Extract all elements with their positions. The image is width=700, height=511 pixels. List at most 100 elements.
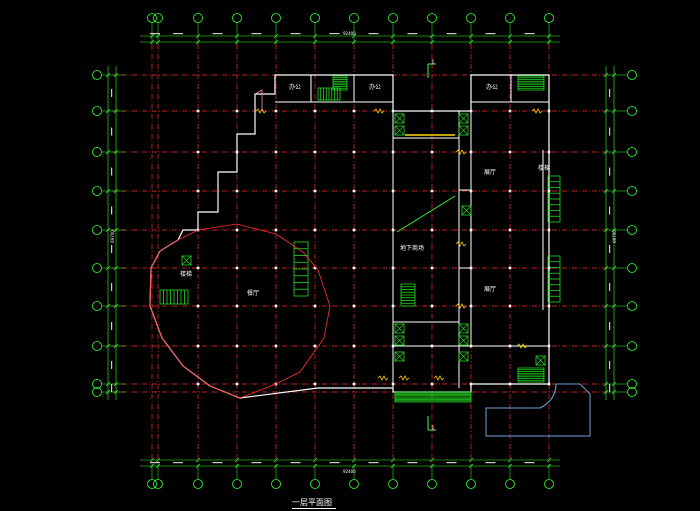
shaft-a (394, 113, 405, 124)
dimension-tick (155, 33, 161, 39)
column (196, 109, 200, 113)
column (196, 150, 200, 154)
column (313, 189, 317, 193)
column (313, 266, 317, 270)
column (430, 382, 434, 386)
axis-bubble (92, 70, 102, 80)
dimension-text-mark (212, 33, 223, 35)
axis-bubbles (92, 13, 637, 489)
column (469, 189, 473, 193)
dimension-tick (234, 463, 240, 469)
column (235, 382, 239, 386)
shaft-a-x (394, 113, 405, 124)
dimension-tick (429, 33, 435, 39)
dimension-text-mark (111, 322, 113, 330)
dimension-text-mark (111, 245, 113, 253)
dimension-tick (611, 343, 617, 349)
column (196, 344, 200, 348)
dimension-tick (113, 343, 119, 349)
dimension-tick (113, 72, 119, 78)
dimension-tick (105, 343, 111, 349)
room-label-hall-lower: 展厅 (484, 286, 497, 293)
column (469, 150, 473, 154)
dimension-tick (390, 463, 396, 469)
column (274, 189, 278, 193)
dimension-tick (603, 343, 609, 349)
column (196, 189, 200, 193)
dimension-text-mark (524, 462, 535, 464)
column (547, 150, 551, 154)
axis-bubble (627, 379, 637, 389)
axis-bubble (505, 479, 515, 489)
column (391, 266, 395, 270)
column (352, 109, 356, 113)
dimension-tick (149, 39, 155, 45)
dimension-text-mark (150, 33, 160, 35)
building-outline (149, 74, 550, 399)
dimension-tick (611, 303, 617, 309)
dining-curve (149, 223, 331, 399)
column (235, 228, 239, 232)
dimension-tick (195, 33, 201, 39)
dimension-tick (113, 381, 119, 387)
dimension-text-mark (368, 33, 379, 35)
overall-dimension-right: 69700 (611, 230, 617, 243)
column (391, 150, 395, 154)
column-grid (196, 109, 551, 386)
dimension-tick (468, 463, 474, 469)
column (235, 266, 239, 270)
dimension-tick (105, 389, 111, 395)
shaft-l (461, 205, 472, 216)
dimension-tick (113, 227, 119, 233)
column (313, 228, 317, 232)
shaft-b (394, 125, 405, 136)
building-walls (149, 74, 550, 399)
axis-bubble (310, 13, 320, 23)
column (196, 304, 200, 308)
column (508, 344, 512, 348)
stair-blocks (159, 75, 561, 403)
dimension-text-mark (111, 283, 113, 291)
axis-bubble (193, 13, 203, 23)
room-label-hall-upper: 展厅 (484, 169, 497, 176)
dimension-tick (546, 39, 552, 45)
column (313, 344, 317, 348)
dimension-tick (507, 33, 513, 39)
axis-bubble (627, 70, 637, 80)
dimension-tick (603, 381, 609, 387)
dimension-tick (351, 33, 357, 39)
room-label-office-left: 办公 (289, 84, 302, 91)
axis-bubble (92, 147, 102, 157)
column (196, 382, 200, 386)
shaft-b-x (394, 125, 405, 136)
axis-bubble (310, 479, 320, 489)
door-swing (455, 303, 467, 309)
dimension-tick (507, 39, 513, 45)
axis-bubble (232, 479, 242, 489)
dimension-text-mark (111, 167, 113, 176)
column (235, 304, 239, 308)
dimension-text-mark (407, 33, 418, 35)
column (547, 266, 551, 270)
dimension-tick (603, 108, 609, 114)
room-label-office-mid: 办公 (369, 84, 382, 91)
column (352, 382, 356, 386)
column (274, 228, 278, 232)
dimension-tick (105, 72, 111, 78)
column (274, 109, 278, 113)
dimension-tick (507, 457, 513, 463)
dimension-tick (195, 457, 201, 463)
dimension-text-mark (609, 322, 611, 330)
column (469, 382, 473, 386)
axis-bubble (271, 479, 281, 489)
column (547, 304, 551, 308)
door-swing (255, 108, 267, 114)
axis-bubble (92, 341, 102, 351)
column (313, 304, 317, 308)
dimension-tick (234, 457, 240, 463)
axis-bubble (505, 13, 515, 23)
dimension-tick (390, 33, 396, 39)
dimension-tick (611, 265, 617, 271)
column (391, 382, 395, 386)
